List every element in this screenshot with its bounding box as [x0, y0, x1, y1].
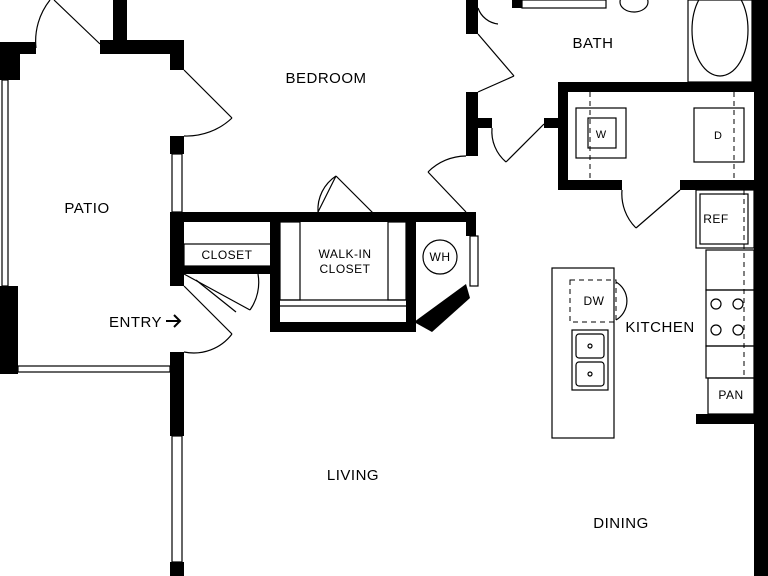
washer-label: W — [596, 129, 607, 141]
washer-icon — [575, 107, 627, 159]
pantry-icon — [707, 377, 755, 415]
dishwasher-icon — [569, 279, 617, 323]
laundry — [575, 92, 745, 180]
pantry-label: PAN — [718, 388, 743, 402]
bathtub-icon — [691, 0, 749, 77]
doors — [35, 0, 681, 354]
walkin-closet-label-line1: WALK-IN — [318, 247, 371, 261]
water-heater-icon — [422, 239, 458, 275]
entry-arrow-icon — [166, 314, 182, 328]
room-labels: BATH BEDROOM PATIO CLOSET WALK-IN CLOSET… — [64, 35, 694, 532]
kitchen-island — [551, 267, 615, 439]
dryer-icon — [693, 107, 745, 163]
refrigerator-icon — [695, 189, 755, 249]
dishwasher-label: DW — [584, 294, 605, 308]
bath-fixtures — [521, 0, 753, 83]
bedroom-label: BEDROOM — [285, 70, 366, 87]
sink-icon — [571, 329, 609, 391]
refrigerator-label: REF — [703, 212, 729, 226]
entry-label: ENTRY — [109, 314, 162, 331]
fixture-labels: W D REF DW PAN — [584, 129, 744, 402]
sink-icon — [619, 0, 649, 13]
living-label: LIVING — [327, 467, 379, 484]
kitchen-label: KITCHEN — [625, 319, 694, 336]
kitchen-counters — [551, 189, 755, 439]
walkin-closet-label-line2: CLOSET — [319, 262, 370, 276]
bath-label: BATH — [573, 35, 614, 52]
windows — [1, 79, 479, 563]
water-heater-label: WH — [430, 250, 451, 264]
dining-label: DINING — [593, 515, 649, 532]
range-icon — [705, 289, 755, 347]
dryer-label: D — [714, 130, 722, 142]
closet-details — [183, 221, 458, 307]
patio-label: PATIO — [64, 200, 109, 217]
closet-label: CLOSET — [201, 248, 252, 262]
